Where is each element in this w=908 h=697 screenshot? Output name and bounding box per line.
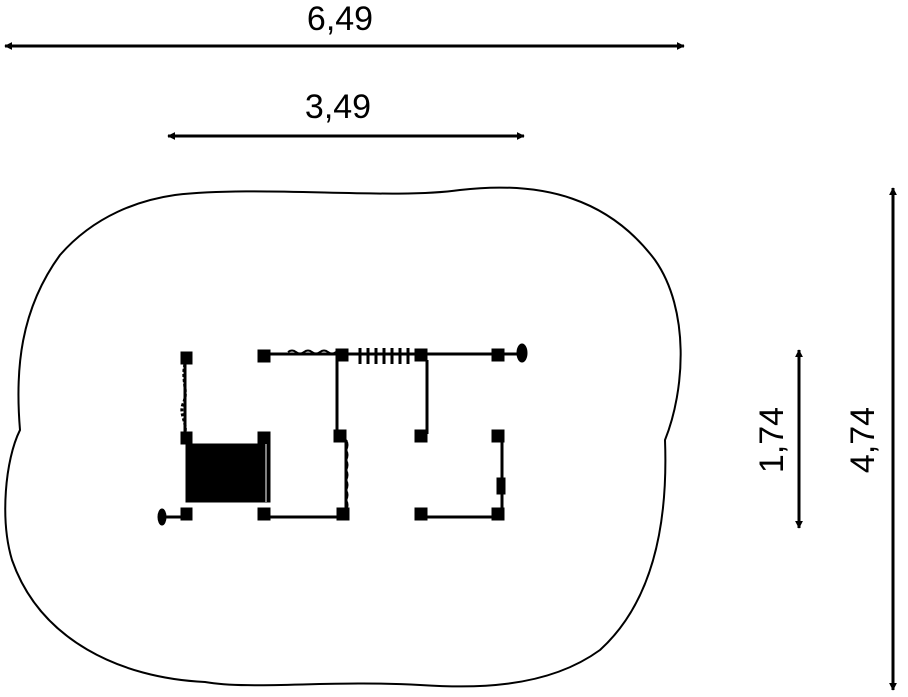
overall-depth-label: 4,74 [844,407,882,473]
dimension-equipment-depth: 1,74 [753,349,803,529]
right-tower [414,360,506,521]
equipment-width-label: 3,49 [305,88,371,126]
chain-segment [358,348,410,364]
dimension-overall-width: 6,49 [4,0,685,50]
middle-tower [270,360,350,521]
top-bridge [257,343,528,364]
dimension-overall-depth: 4,74 [844,187,897,691]
overall-width-label: 6,49 [307,0,373,38]
equipment-plan [157,343,528,526]
equipment-depth-label: 1,74 [753,407,791,473]
dimension-equipment-width: 3,49 [167,88,525,140]
safety-zone-outline [4,186,682,688]
rope-handle [157,508,190,526]
climbing-net [185,443,271,503]
